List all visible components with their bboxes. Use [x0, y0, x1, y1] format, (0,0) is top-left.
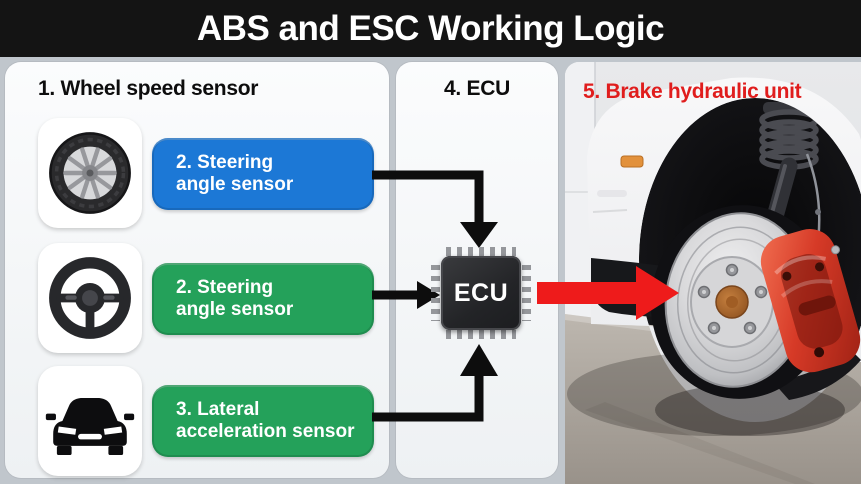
ecu-heading: 4. ECU [444, 77, 510, 100]
sensor-box-lateral-acceleration: 3. Lateral acceleration sensor [152, 385, 374, 457]
sensor-box-line2: angle sensor [176, 174, 294, 195]
side-marker-lamp [620, 155, 644, 168]
page-title: ABS and ESC Working Logic [196, 8, 665, 48]
sensor-box-line1: 2. Steering [176, 276, 274, 298]
chip-pins-right [522, 265, 531, 321]
chip-pins-top [446, 247, 516, 256]
steering-wheel-icon-tile [38, 243, 142, 353]
car-icon-tile [38, 366, 142, 476]
title-bar: ABS and ESC Working Logic [0, 0, 861, 57]
tire-icon [49, 132, 131, 214]
chip-pins-left [431, 265, 440, 321]
sensor-box-line1: 2. Steering [176, 151, 274, 173]
sensors-heading: 1. Wheel speed sensor [38, 77, 259, 100]
sensor-box-line1: 3. Lateral [176, 398, 260, 420]
ecu-chip: ECU [431, 247, 531, 339]
brake-heading: 5. Brake hydraulic unit [583, 80, 802, 103]
car-fender [587, 77, 861, 422]
brake-caliper [760, 229, 861, 373]
sensors-panel: 1. Wheel speed sensor 2. Steering [5, 62, 389, 478]
car-icon [45, 398, 135, 456]
sensor-box-steering-angle-blue: 2. Steering angle sensor [152, 138, 374, 210]
sensor-box-line2: angle sensor [176, 299, 294, 320]
tire-icon-tile [38, 118, 142, 228]
steering-wheel-icon [49, 257, 131, 339]
sensor-box-line2: acceleration sensor [176, 421, 355, 442]
brake-photo-panel: 5. Brake hydraulic unit [565, 62, 861, 484]
chip-pins-bottom [446, 330, 516, 339]
ecu-chip-body: ECU [441, 256, 521, 330]
wheel-brake-photo [565, 62, 861, 484]
sensor-box-steering-angle-green: 2. Steering angle sensor [152, 263, 374, 335]
ecu-chip-label: ECU [453, 278, 509, 307]
